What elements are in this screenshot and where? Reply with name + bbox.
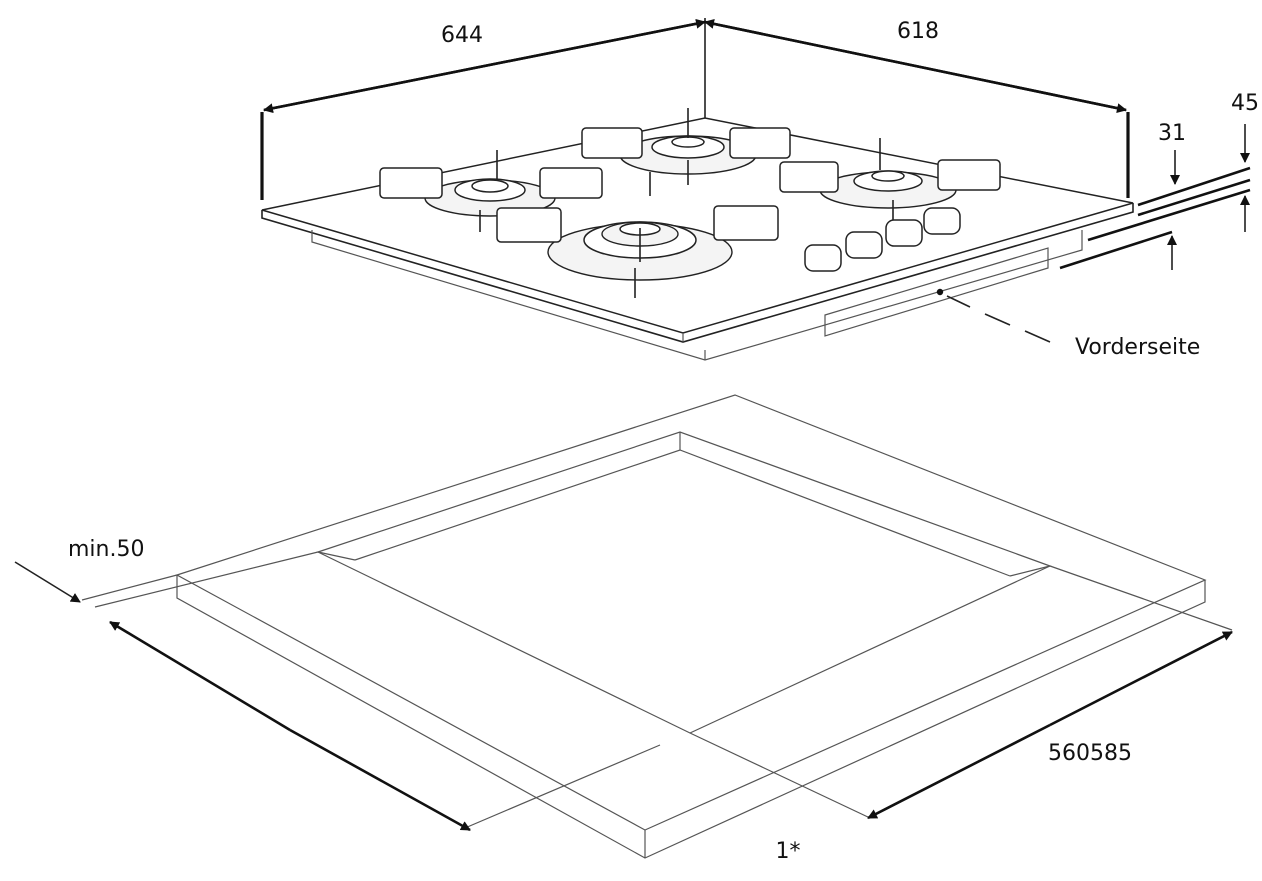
- label-min-distance: min.50: [68, 537, 144, 562]
- cooktop: [261, 108, 1134, 361]
- control-box: [824, 247, 1049, 337]
- front-leader: [946, 295, 1051, 343]
- front-marker: [936, 288, 944, 296]
- burner-rear-center: [581, 108, 791, 196]
- label-depth: 618: [897, 19, 939, 44]
- dimension-lines-bottom: [14, 561, 1233, 832]
- countertop: [81, 394, 1233, 859]
- burner-front-wok: [496, 205, 779, 298]
- height-dimension: [1059, 124, 1251, 270]
- label-footnote: 1*: [776, 839, 801, 864]
- label-height-inner: 31: [1158, 121, 1186, 146]
- control-knobs: [804, 207, 961, 272]
- label-height-total: 45: [1231, 91, 1259, 116]
- cutout-opening: [316, 431, 1052, 734]
- burner-rear-right: [779, 138, 1001, 222]
- label-width: 644: [441, 23, 483, 48]
- burner-rear-left: [379, 150, 603, 232]
- dimension-lines-top: [260, 18, 1130, 200]
- label-front: Vorderseite: [1075, 335, 1200, 360]
- label-cutout: 560585: [1048, 741, 1132, 766]
